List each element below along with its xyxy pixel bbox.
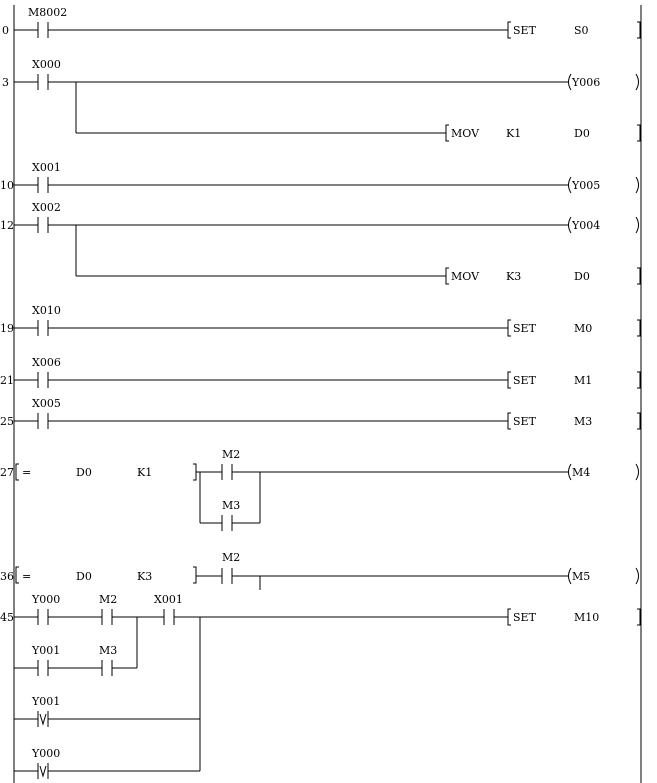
step-number: 45 xyxy=(0,611,14,624)
instruction-operand: M1 xyxy=(574,374,592,387)
compare-operand: D0 xyxy=(76,570,92,583)
compare-operand: K3 xyxy=(137,570,152,583)
instruction-operand: D0 xyxy=(574,127,590,140)
contact-label: Y001 xyxy=(31,695,60,708)
step-numbers: 0 3 10 12 19 21 25 27 36 45 xyxy=(0,24,14,624)
coil-m5 xyxy=(568,567,572,585)
contact-label: X001 xyxy=(154,593,183,606)
step-number: 25 xyxy=(0,415,14,428)
instruction-op: SET xyxy=(513,322,537,335)
contact-label: Y000 xyxy=(31,747,60,760)
coil-label: Y006 xyxy=(571,76,600,89)
compare-blocks: = D0 K1 = D0 K3 xyxy=(22,466,152,583)
step-number: 19 xyxy=(0,322,14,335)
contact-label: X006 xyxy=(32,356,61,369)
contact-label: M2 xyxy=(222,551,240,564)
instruction-op: MOV xyxy=(451,270,480,283)
contact-label: X010 xyxy=(32,304,61,317)
step-number: 36 xyxy=(0,570,14,583)
instruction-operand: M10 xyxy=(574,611,599,624)
instruction-operand: K3 xyxy=(506,270,521,283)
compare-operand: K1 xyxy=(137,466,152,479)
compare-op: = xyxy=(22,570,31,583)
contact-labels: M8002 X000 X001 X002 X010 X006 X005 M2 M… xyxy=(28,6,240,760)
instruction-operand: S0 xyxy=(574,24,589,37)
coil-label: M5 xyxy=(572,570,590,583)
contact-label: X002 xyxy=(32,201,61,214)
step-number: 3 xyxy=(2,76,9,89)
coil-y004 xyxy=(568,216,572,234)
instruction-op: SET xyxy=(513,374,537,387)
contact-label: Y001 xyxy=(31,644,60,657)
instruction-operand: K1 xyxy=(506,127,521,140)
step-number: 0 xyxy=(2,24,9,37)
coil-label: Y004 xyxy=(571,219,600,232)
compare-operand: D0 xyxy=(76,466,92,479)
instruction-op: SET xyxy=(513,611,537,624)
contact-label: M2 xyxy=(99,593,117,606)
step-number: 12 xyxy=(0,219,14,232)
contact-label: X005 xyxy=(32,397,61,410)
coil-label: Y005 xyxy=(571,179,600,192)
contact-label: M3 xyxy=(222,499,240,512)
instruction-operand: M3 xyxy=(574,415,592,428)
contact-label: X000 xyxy=(32,58,61,71)
compare-op: = xyxy=(22,466,31,479)
coil-labels: Y006 Y005 Y004 M4 M5 xyxy=(571,76,600,583)
instruction-blocks: SET S0 MOV K1 D0 MOV K3 D0 SET M0 SET M1… xyxy=(451,24,599,624)
step-number: 27 xyxy=(0,466,14,479)
contact-label: M3 xyxy=(99,644,117,657)
instruction-op: MOV xyxy=(451,127,480,140)
coil-label: M4 xyxy=(572,466,590,479)
instruction-op: SET xyxy=(513,415,537,428)
contact-label: M2 xyxy=(222,448,240,461)
instruction-operand: M0 xyxy=(574,322,592,335)
contact-label: X001 xyxy=(32,161,61,174)
contact-label: Y000 xyxy=(31,593,60,606)
step-number: 21 xyxy=(0,374,14,387)
instruction-operand: D0 xyxy=(574,270,590,283)
coil-y006 xyxy=(568,73,572,91)
step-number: 10 xyxy=(0,179,14,192)
instruction-op: SET xyxy=(513,24,537,37)
contact-label: M8002 xyxy=(28,6,67,19)
coil-m4 xyxy=(568,463,572,481)
coil-y005 xyxy=(568,176,572,194)
